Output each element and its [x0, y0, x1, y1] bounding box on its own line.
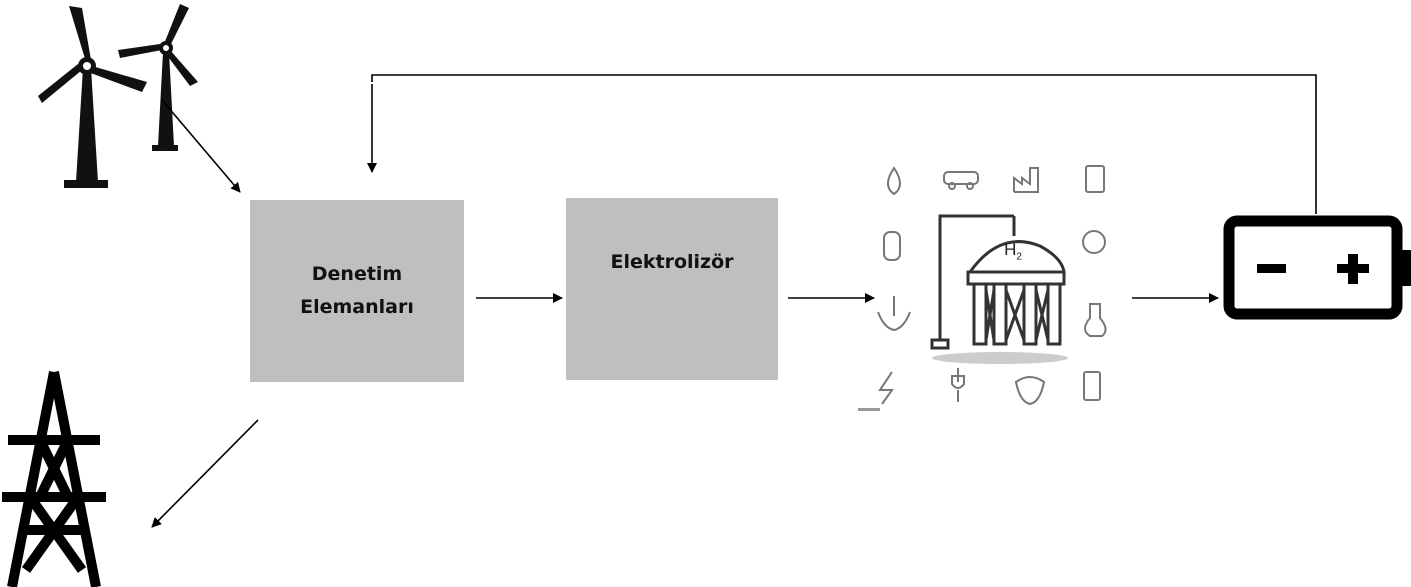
control-elements-box: Denetim Elemanları [250, 200, 464, 382]
power-pylon-icon [2, 371, 106, 587]
car-charging-icon [943, 171, 979, 190]
gear-leaf-icon [1082, 230, 1106, 254]
plug-icon [951, 368, 965, 402]
flask-icon [1084, 303, 1107, 337]
control-elements-label-line1: Denetim [311, 263, 403, 285]
lightning-icon [878, 371, 894, 405]
wind-turbine-icon [38, 4, 198, 188]
hands-plant-icon [877, 296, 911, 332]
battery-icon [1223, 215, 1411, 320]
battery-feedback-line [371, 74, 1317, 214]
h2-symbol: H [1004, 240, 1017, 259]
control-elements-label-line2: Elemanları [300, 296, 414, 318]
h2-subscript: 2 [1016, 251, 1022, 263]
water-drop-icon [887, 166, 901, 196]
electrolyzer-box: Elektrolizör [566, 198, 778, 380]
fuel-pump-icon [1083, 371, 1101, 401]
turbine-to-control-arrow [161, 99, 241, 193]
globe-leaves-icon [1014, 376, 1046, 406]
electrolyzer-label: Elektrolizör [610, 250, 734, 273]
factory-icon [1013, 167, 1039, 193]
gas-cylinder-icon [883, 231, 901, 261]
hydrogen-tank-icon [930, 214, 1068, 364]
control-to-grid-arrow [151, 419, 259, 528]
h2-label: H2 [998, 240, 1028, 262]
barrel-icon [1085, 165, 1105, 193]
storage-scrollbar [858, 408, 880, 411]
